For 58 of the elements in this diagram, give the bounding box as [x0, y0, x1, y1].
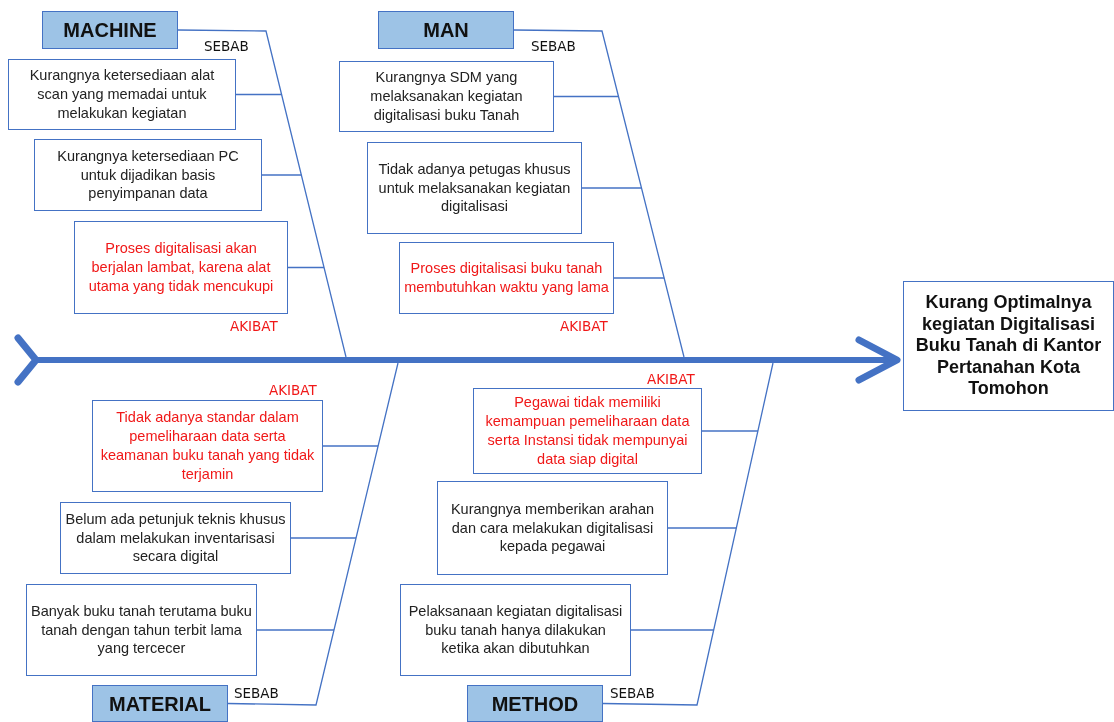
branch-line — [581, 187, 643, 189]
branch-line — [553, 95, 620, 98]
branch-line — [261, 174, 302, 176]
cause-box — [367, 142, 582, 234]
branch-line — [613, 277, 665, 279]
node-text: Kurangnya SDM yang melaksanakan kegiatan digitalisasi buku Tanah — [369, 68, 524, 125]
node-text: Kurangnya memberikan arahan dan cara melakukan digitalisasi kepada pegawai — [449, 499, 656, 557]
cause-box — [26, 584, 257, 676]
branch-line — [287, 266, 325, 269]
category-label: METHOD — [491, 691, 579, 717]
branch-line — [630, 629, 715, 631]
cause-box — [8, 59, 236, 130]
node-text: Belum ada petunjuk teknis khusus dalam melakukan inventarisasi secara digital — [65, 509, 286, 567]
cause-box — [437, 481, 668, 575]
bone-line — [602, 362, 774, 706]
node-text: Pelaksanaan kegiatan digitalisasi buku tanah hanya dilakukan ketika akan dibutuhkan — [407, 601, 624, 659]
cause-box — [400, 584, 631, 676]
node-text: Kurang Optimalnya kegiatan Digitalisasi Buku Tanah di Kantor Pertanahan Kota Tomohon — [914, 292, 1103, 400]
bone-line — [513, 29, 685, 358]
effect-tag: AKIBAT — [269, 382, 317, 398]
category-label: MACHINE — [63, 18, 157, 43]
effect-tag: AKIBAT — [647, 371, 695, 387]
cause-box — [60, 502, 291, 574]
node-text: Pegawai tidak memiliki kemampuan pemeliharaan data serta Instansi tidak mempunyai data siap digital — [484, 393, 691, 469]
node-text: Tidak adanya standar dalam pemeliharaan data serta keamanan buku tanah yang tidak terjamin — [99, 408, 316, 484]
cause-tag: SEBAB — [610, 685, 655, 701]
node-text: Proses digitalisasi buku tanah membutuhkan waktu yang lama — [404, 259, 609, 297]
branch-line — [235, 93, 283, 96]
branch-line — [667, 527, 737, 529]
category-box — [467, 685, 603, 722]
consequence-box — [399, 242, 614, 314]
cause-tag: SEBAB — [531, 38, 576, 54]
cause-tag: SEBAB — [234, 685, 279, 701]
consequence-box — [74, 221, 288, 314]
branch-line — [322, 445, 379, 447]
branch-line — [256, 629, 335, 631]
cause-box — [34, 139, 262, 211]
effect-tag: AKIBAT — [230, 318, 278, 334]
effect-tag: AKIBAT — [560, 318, 608, 334]
consequence-box — [92, 400, 323, 492]
node-text: Kurangnya ketersediaan PC untuk dijadikan basis penyimpanan data — [56, 146, 240, 204]
category-label: MATERIAL — [109, 691, 211, 717]
node-text: Proses digitalisasi akan berjalan lambat, karena alat utama yang tidak mencukupi — [87, 239, 275, 296]
node-text: Banyak buku tanah terutama buku tanah dengan tahun terbit lama yang tercecer — [31, 601, 252, 659]
branch-line — [290, 537, 357, 539]
category-box — [92, 685, 228, 722]
node-text: Kurangnya ketersediaan alat scan yang memadai untuk melakukan kegiatan — [28, 66, 216, 123]
branch-line — [701, 430, 759, 432]
bone-line — [177, 29, 347, 358]
category-label: MAN — [423, 18, 469, 43]
bone-line — [227, 362, 399, 706]
cause-box — [339, 61, 554, 132]
node-text: Tidak adanya petugas khusus untuk melaksanakan kegiatan digitalisasi — [377, 159, 572, 217]
cause-tag: SEBAB — [204, 38, 249, 54]
effect-box — [903, 281, 1114, 411]
consequence-box — [473, 388, 702, 474]
category-box — [42, 11, 178, 49]
category-box — [378, 11, 514, 49]
